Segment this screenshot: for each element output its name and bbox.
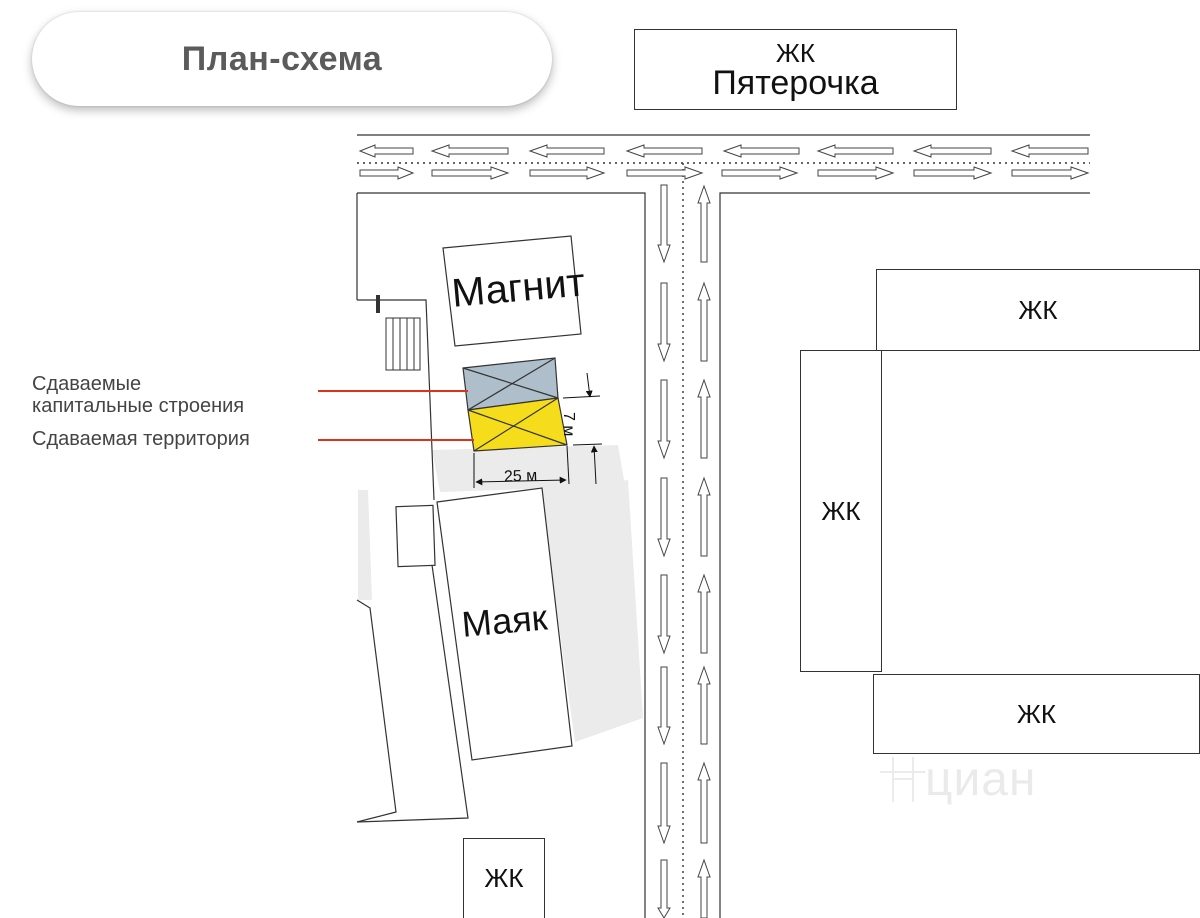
road-arrow-down (657, 184, 671, 264)
road-arrow-right (913, 166, 993, 180)
zhk-top-right-label: ЖК (1018, 294, 1058, 325)
road-arrow-up (697, 858, 711, 918)
zhk-bottom-right-building: ЖК (873, 674, 1200, 754)
mayak-building (436, 487, 573, 761)
zhk-left-right-building: ЖК (800, 350, 882, 672)
dimension-lines (473, 372, 603, 488)
rented-territory-plot (467, 397, 568, 452)
road-arrow-left (722, 144, 800, 158)
zhk-bottom-building: ЖК (463, 838, 545, 918)
road-arrow-right (431, 166, 510, 180)
road-arrow-down (657, 282, 671, 363)
road-arrow-left (625, 144, 703, 158)
legend-rented-buildings-line1: Сдаваемые (32, 373, 142, 395)
road-arrow-left (816, 144, 894, 158)
road-arrow-left (358, 144, 414, 158)
road-arrow-up (697, 281, 711, 362)
road-arrow-up (697, 665, 711, 745)
road-arrow-right (721, 166, 799, 180)
road-arrow-up (697, 573, 711, 654)
road-arrow-down (657, 762, 671, 845)
dimension-depth-label: 7 м (560, 412, 577, 437)
road-arrow-up (697, 476, 711, 557)
road-arrows-down (657, 184, 671, 918)
road-arrow-down (657, 859, 671, 918)
road-arrow-right (626, 166, 704, 180)
title-pill: План-схема (32, 12, 552, 106)
road-arrow-right (817, 166, 895, 180)
horizontal-road (357, 134, 1090, 918)
road-arrows-right (359, 166, 1090, 180)
zhk-bottom-right-label: ЖК (1016, 698, 1057, 729)
leader-lines (318, 390, 474, 441)
zhk-left-right-label: ЖК (821, 495, 861, 526)
road-arrow-left (912, 144, 992, 158)
territory-boundary (357, 299, 435, 501)
road-arrow-down (657, 574, 671, 655)
small-structure (395, 504, 436, 568)
road-arrow-down (657, 477, 671, 558)
cian-watermark (880, 757, 925, 802)
road-arrow-up (697, 761, 711, 844)
zhk-pyaterochka-line2: Пятерочка (712, 63, 879, 102)
left-side-outlines (356, 193, 469, 823)
legend-rented-territory-label: Сдаваемая территория (32, 428, 250, 450)
cian-watermark-text: циан (925, 753, 1037, 806)
legend-rented-buildings-line2: капитальные строения (32, 395, 245, 417)
road-arrow-left (1010, 144, 1089, 158)
legend-rented-buildings: Сдаваемые капитальные строения (32, 373, 244, 417)
crosswalk-stripes (385, 317, 421, 371)
magnit-building (442, 235, 582, 347)
road-arrow-right (1011, 166, 1090, 180)
road-arrow-right (359, 166, 415, 180)
road-arrow-right (529, 166, 606, 180)
shadow-area-left (358, 490, 372, 600)
road-arrows-up (697, 184, 711, 918)
dimension-width-label: 25 м (503, 467, 538, 486)
left-boundary-bottom (356, 599, 397, 823)
road-arrow-left (430, 144, 509, 158)
zhk-pyaterochka-building: ЖК Пятерочка (634, 29, 957, 110)
page-title: План-схема (181, 39, 383, 78)
zhk-top-right-building: ЖК (876, 269, 1200, 351)
zhk-pyaterochka-line1: ЖК (775, 37, 816, 68)
zhk-bottom-label: ЖК (484, 863, 524, 893)
road-arrow-up (697, 378, 711, 459)
road-arrow-left (528, 144, 605, 158)
road-arrow-down (657, 666, 671, 746)
legend-rented-territory: Сдаваемая территория (32, 428, 250, 450)
mayak-label: Маяк (460, 596, 549, 645)
shadow-area-mayak (540, 480, 643, 742)
road-arrow-down (657, 379, 671, 460)
lot-boundary (356, 564, 469, 823)
road-arrow-up (697, 184, 711, 263)
road-arrows-left (358, 144, 1089, 158)
